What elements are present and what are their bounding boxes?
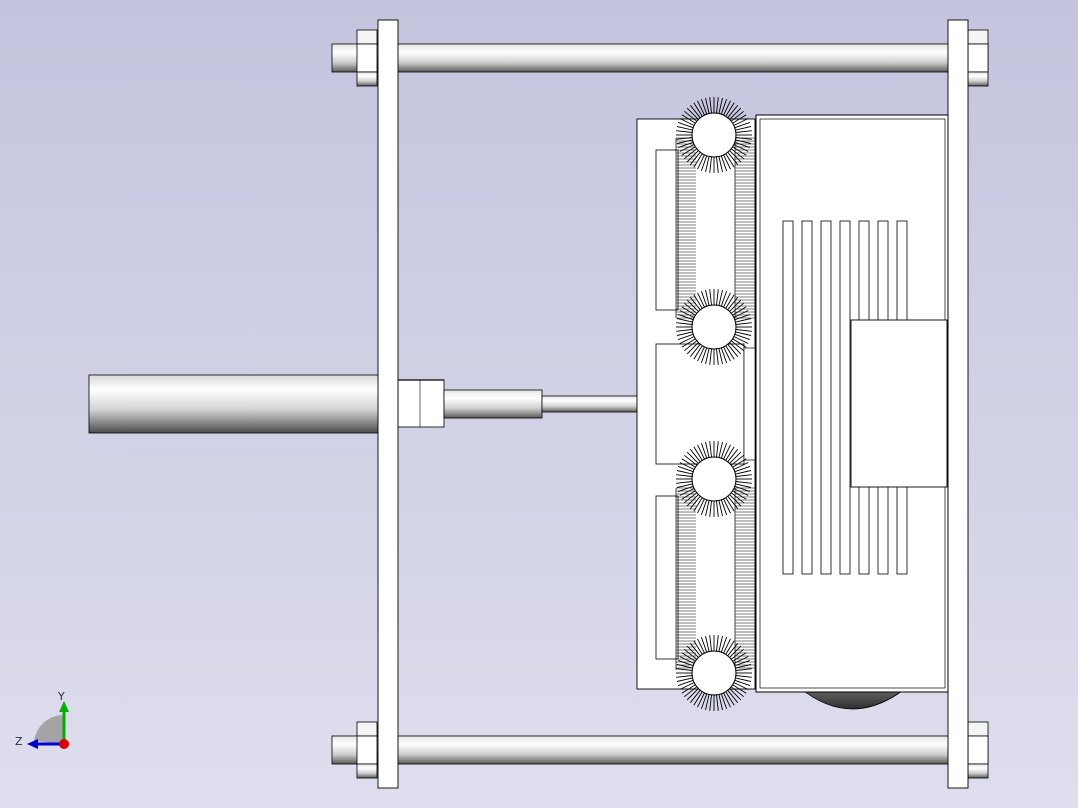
cooling-fin xyxy=(801,220,813,575)
nut-top-right[interactable] xyxy=(967,29,989,87)
brush-strip xyxy=(675,137,696,319)
right-side-plate[interactable] xyxy=(947,19,969,789)
brush-strip xyxy=(734,487,755,670)
brush-strip xyxy=(675,487,696,670)
motor-terminal-box[interactable] xyxy=(850,319,948,488)
y-axis-label: Y xyxy=(57,690,65,703)
roller-hub xyxy=(691,456,737,502)
air-cylinder-body[interactable] xyxy=(88,374,380,434)
cooling-fin xyxy=(782,220,794,575)
top-guide-rod[interactable] xyxy=(331,43,989,73)
brush-carrier-plate[interactable] xyxy=(636,118,756,690)
cylinder-mount-block[interactable] xyxy=(397,379,445,428)
roller-brush[interactable] xyxy=(676,635,752,711)
cooling-fin xyxy=(839,220,851,575)
nut-bottom-left[interactable] xyxy=(356,721,378,779)
z-axis-label: Z xyxy=(15,735,23,748)
triad-arc xyxy=(34,714,64,744)
cooling-fin xyxy=(820,220,832,575)
motor-housing[interactable] xyxy=(755,114,949,693)
roller-brush[interactable] xyxy=(676,289,752,365)
roller-hub xyxy=(691,112,737,158)
left-side-plate[interactable] xyxy=(377,19,399,789)
orientation-triad[interactable]: Y Z xyxy=(15,690,69,749)
roller-brush[interactable] xyxy=(676,441,752,517)
bottom-guide-rod[interactable] xyxy=(331,735,989,765)
roller-brush[interactable] xyxy=(676,97,752,173)
y-axis-arrowhead xyxy=(59,701,69,712)
x-axis-dot xyxy=(59,739,69,749)
roller-brushes xyxy=(676,97,752,711)
nut-top-left[interactable] xyxy=(356,29,378,87)
brush-strips xyxy=(675,137,755,670)
piston-rod[interactable] xyxy=(443,389,639,419)
nut-bottom-right[interactable] xyxy=(967,721,989,779)
roller-hub xyxy=(691,650,737,696)
roller-hub xyxy=(691,304,737,350)
z-axis-arrowhead xyxy=(27,739,38,749)
brush-strip xyxy=(734,137,755,319)
